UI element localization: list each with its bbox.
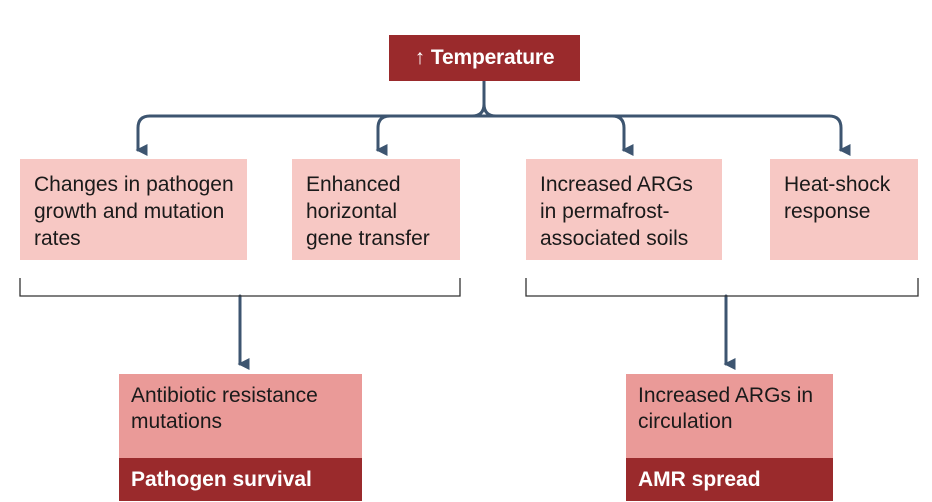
stem-line xyxy=(470,79,498,118)
outcome-box-amr-spread: Increased ARGs in circulation AMR spread xyxy=(626,374,833,501)
outcome-box-pathogen-survival: Antibiotic resistance mutations Pathogen… xyxy=(119,374,362,501)
outcome-panel: Increased ARGs in circulation xyxy=(626,374,833,458)
up-arrow-icon: ↑ xyxy=(414,46,426,69)
outcome-label: Antibiotic resistance mutations xyxy=(131,384,318,433)
outcome-footer: AMR spread xyxy=(626,458,833,501)
outcome-footer: Pathogen survival xyxy=(119,458,362,501)
cause-label: Increased ARGs in permafrost-associated … xyxy=(540,173,693,250)
temperature-node: ↑ Temperature xyxy=(389,35,580,81)
arrow-to-cause-4 xyxy=(827,114,851,156)
outcome-footer-label: Pathogen survival xyxy=(131,467,312,491)
bracket-right xyxy=(525,278,919,297)
bracket-left xyxy=(19,278,461,297)
arrow-to-cause-2 xyxy=(375,114,392,156)
cause-box-horizontal-gene-transfer: Enhanced horizontal gene transfer xyxy=(292,159,460,260)
temperature-label: Temperature xyxy=(430,46,555,69)
cause-label: Enhanced horizontal gene transfer xyxy=(306,173,430,250)
cause-box-heat-shock: Heat-shock response xyxy=(770,159,918,260)
arrow-to-cause-1 xyxy=(135,114,152,156)
arrow-to-cause-3 xyxy=(610,114,634,156)
cause-box-permafrost-args: Increased ARGs in permafrost-associated … xyxy=(526,159,722,260)
cause-box-pathogen-growth: Changes in pathogen growth and mutation … xyxy=(20,159,247,260)
outcome-footer-label: AMR spread xyxy=(638,467,761,491)
cause-label: Changes in pathogen growth and mutation … xyxy=(34,173,234,250)
outcome-label: Increased ARGs in circulation xyxy=(638,384,814,433)
cause-label: Heat-shock response xyxy=(784,173,891,223)
outcome-panel: Antibiotic resistance mutations xyxy=(119,374,362,458)
